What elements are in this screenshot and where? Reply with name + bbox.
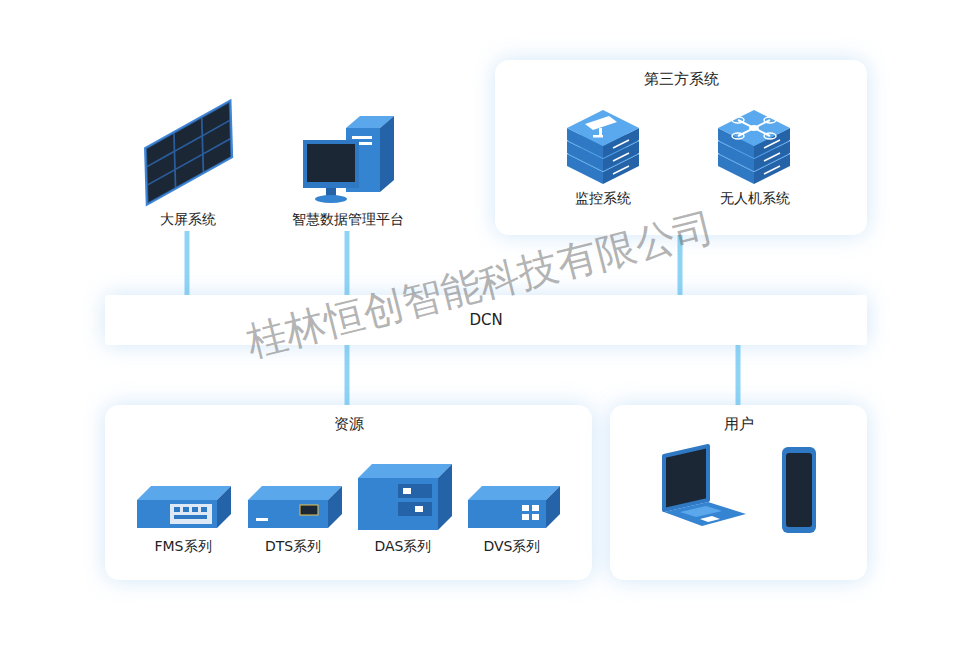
fms-device-icon-part	[170, 504, 212, 524]
fms-device-icon	[137, 486, 231, 528]
computer-icon-part	[380, 116, 394, 192]
dvs-device-icon-part	[532, 514, 539, 520]
dvs-device-icon-part	[532, 505, 539, 511]
node-label: DVS系列	[484, 537, 541, 555]
camera-server-icon-part	[613, 153, 629, 161]
phone-icon	[782, 447, 816, 533]
das-device-icon-part	[358, 464, 452, 478]
dts-device-icon-part	[248, 500, 328, 528]
video-wall-icon	[145, 100, 232, 205]
icon-node: DTS系列	[238, 465, 348, 558]
group-panel: 资源 FMS系列 DTS系列 DAS系列 DVS系列	[105, 405, 592, 580]
dts-device-icon-part	[300, 505, 318, 515]
icon-node: DVS系列	[457, 465, 567, 558]
icon-node: 无人机系统	[700, 105, 810, 210]
dts-device-icon-part	[248, 486, 342, 500]
fms-device-icon-part	[137, 486, 231, 500]
phone-icon-part	[782, 447, 816, 533]
dvs-device-icon	[468, 486, 560, 528]
icon-node: 大屏系统	[125, 95, 250, 231]
watermark: 桂林恒创智能科技有限公司	[242, 205, 718, 364]
drone-server-icon-part	[764, 133, 776, 139]
dvs-device-icon-part	[522, 505, 529, 511]
computer-icon-part	[303, 140, 359, 188]
camera-server-icon-part	[599, 128, 602, 136]
node-label: 大屏系统	[160, 210, 216, 228]
group-panel: 第三方系统监控系统 无人机系统	[495, 60, 867, 235]
das-device-icon-part	[398, 502, 432, 516]
camera-server-icon	[567, 110, 639, 184]
node-label: DTS系列	[265, 537, 321, 555]
node-label: 无人机系统	[720, 189, 790, 207]
das-device-icon-part	[415, 506, 423, 512]
connector-line	[185, 231, 190, 295]
network-band: DCN	[105, 295, 867, 345]
camera-server-icon-part	[613, 140, 629, 148]
connector-line	[736, 345, 741, 405]
camera-server-icon-part	[585, 116, 617, 130]
fms-device-icon-part	[183, 507, 189, 512]
das-device-icon-part	[398, 484, 432, 498]
laptop-icon-part	[664, 446, 708, 510]
fms-device-icon-part	[174, 515, 207, 519]
icon-node: DAS系列	[348, 465, 458, 558]
panel-title: 资源	[334, 415, 364, 433]
dvs-device-icon-part	[546, 486, 560, 528]
video-wall-icon-part	[204, 140, 231, 171]
fms-device-icon-part	[192, 507, 198, 512]
panel-title: 用户	[724, 415, 754, 433]
node-label: 监控系统	[575, 189, 631, 207]
fms-device-icon-part	[217, 486, 231, 528]
dts-device-icon-part	[256, 518, 268, 521]
das-device-icon-part	[403, 488, 411, 494]
laptop-icon-part	[680, 506, 722, 517]
icon-node: 监控系统	[548, 105, 658, 210]
fms-device-icon-part	[137, 500, 217, 528]
dvs-device-icon-part	[468, 486, 560, 500]
drone-server-icon-part	[764, 166, 780, 174]
panel-title: 第三方系统	[644, 70, 719, 88]
laptop-icon-part	[664, 502, 746, 526]
connector-line	[345, 231, 350, 295]
camera-server-icon-part	[593, 135, 603, 138]
drone-server-icon-part	[764, 153, 780, 161]
computer-icon-part	[315, 195, 347, 203]
video-wall-icon-part	[148, 171, 175, 202]
drone-server-icon	[718, 110, 790, 184]
drone-server-icon-part	[764, 117, 776, 123]
icon-node: FMS系列	[128, 465, 238, 558]
das-device-icon-part	[438, 464, 452, 530]
fms-device-icon-part	[174, 507, 180, 512]
computer-icon-part	[352, 136, 372, 139]
dvs-device-icon-part	[468, 500, 546, 528]
dvs-device-icon-part	[522, 514, 529, 520]
laptop-icon	[664, 446, 746, 526]
connector-line	[345, 345, 350, 405]
video-wall-icon-part	[176, 155, 203, 186]
laptop-icon-part	[700, 516, 720, 522]
node-label: 智慧数据管理平台	[292, 210, 404, 228]
drone-server-icon-part	[749, 125, 759, 131]
drone-server-icon-part	[732, 117, 744, 123]
video-wall-icon-part	[145, 100, 232, 205]
drone-server-icon-part	[764, 140, 780, 148]
node-label: DCN	[469, 311, 502, 329]
das-device-icon-part	[358, 478, 438, 530]
group-panel: 用户	[610, 405, 867, 580]
icon-node: 智慧数据管理平台	[275, 95, 420, 231]
computer-icon-part	[307, 144, 355, 182]
dts-device-icon-part	[328, 486, 342, 528]
phone-icon-part	[786, 453, 812, 527]
node-label: DAS系列	[375, 537, 432, 555]
connector-line	[678, 235, 683, 295]
drone-server-icon-part	[732, 133, 744, 139]
dts-device-icon	[248, 486, 342, 528]
node-label: FMS系列	[154, 537, 211, 555]
camera-server-icon-part	[613, 166, 629, 174]
das-device-icon	[358, 464, 452, 530]
computer-icon	[303, 116, 394, 203]
fms-device-icon-part	[201, 507, 207, 512]
